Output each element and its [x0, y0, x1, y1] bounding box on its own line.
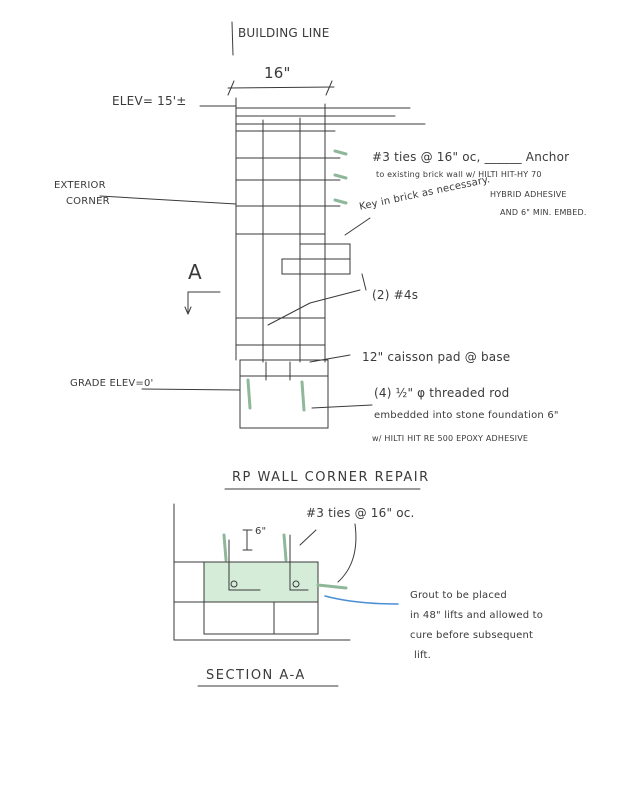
ties-note-line-4: AND 6" MIN. EMBED. [500, 208, 587, 217]
top-dimension-line [227, 80, 335, 96]
building-line [231, 21, 234, 56]
exterior-corner-leader [99, 195, 237, 205]
grout-leader [324, 595, 399, 605]
ties-note-line-1: #3 ties @ 16" oc, ______ Anchor [372, 150, 570, 164]
grade-elevation-label: GRADE ELEV=0' [70, 378, 154, 389]
threaded-rod-note-line-2: embedded into stone foundation 6" [374, 410, 559, 421]
ties-section-note: #3 ties @ 16" oc. [306, 506, 415, 520]
ties-note-line-2: to existing brick wall w/ HILTI HIT-HY 7… [376, 170, 542, 179]
section-aa-drawing [173, 503, 351, 641]
ties-note-line-3: HYBRID ADHESIVE [490, 190, 567, 199]
exterior-corner-label-line-1: EXTERIOR [54, 180, 106, 191]
ties-section-leader [337, 523, 357, 583]
top-dimension-label: 16" [264, 64, 291, 82]
rebar-note: (2) #4s [372, 288, 419, 302]
top-elevation-label: ELEV= 15'± [112, 94, 187, 108]
grout-note-line-1: Grout to be placed [410, 590, 507, 601]
grade-line [141, 388, 241, 391]
wall-elevation [235, 97, 426, 429]
grout-note-line-4: lift. [414, 650, 432, 661]
elevation-title: RP WALL CORNER REPAIR [232, 470, 430, 485]
threaded-rod-note-line-1: (4) ½" φ threaded rod [374, 386, 510, 400]
exterior-corner-label-line-2: CORNER [66, 196, 110, 207]
grout-note-line-2: in 48" lifts and allowed to [410, 610, 544, 621]
grout-note-line-3: cure before subsequent [410, 630, 534, 641]
caisson-note: 12" caisson pad @ base [362, 350, 511, 364]
rebar-leader [309, 289, 361, 304]
key-note-leader [344, 217, 371, 236]
rebar-markers [222, 149, 348, 590]
embed-dimension-label: 6" [255, 526, 267, 537]
section-marker-label: A [188, 260, 202, 284]
rod-leader [311, 404, 373, 409]
caisson-leader [309, 354, 351, 363]
section-title: SECTION A-A [206, 668, 306, 683]
section-marker-a [184, 291, 221, 315]
building-line-label: BUILDING LINE [238, 26, 330, 40]
threaded-rod-note-line-3: w/ HILTI HIT RE 500 EPOXY ADHESIVE [372, 434, 529, 443]
